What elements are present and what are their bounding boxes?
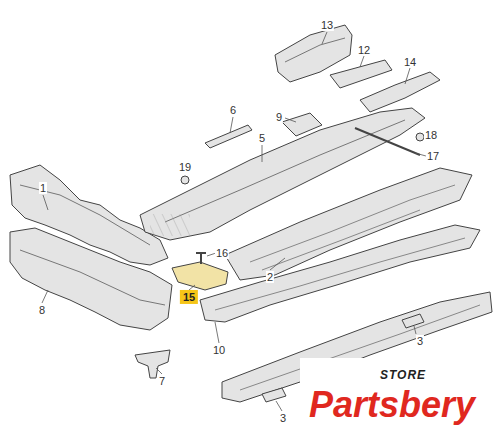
watermark: STORE	[380, 369, 426, 382]
callout-number: 18	[424, 129, 438, 141]
callout-number: 2	[266, 271, 274, 283]
callout-number: 7	[158, 375, 166, 387]
callout-number: 14	[403, 56, 417, 68]
callout-number: 16	[215, 247, 229, 259]
callout-number: 3	[416, 335, 424, 347]
callout-number: 5	[258, 132, 266, 144]
callout-number: 10	[212, 344, 226, 356]
callout-number: 17	[426, 150, 440, 162]
callout-number: 3	[279, 412, 287, 424]
callout-number: 19	[178, 161, 192, 173]
callout-number: 6	[229, 104, 237, 116]
callout-number: 9	[275, 111, 283, 123]
callout-number: 15	[180, 290, 198, 304]
watermark: Partsbery	[309, 385, 475, 425]
callout-number: 8	[38, 304, 46, 316]
callout-number: 1	[39, 182, 47, 194]
callout-number: 13	[320, 19, 334, 31]
callout-number: 12	[357, 44, 371, 56]
